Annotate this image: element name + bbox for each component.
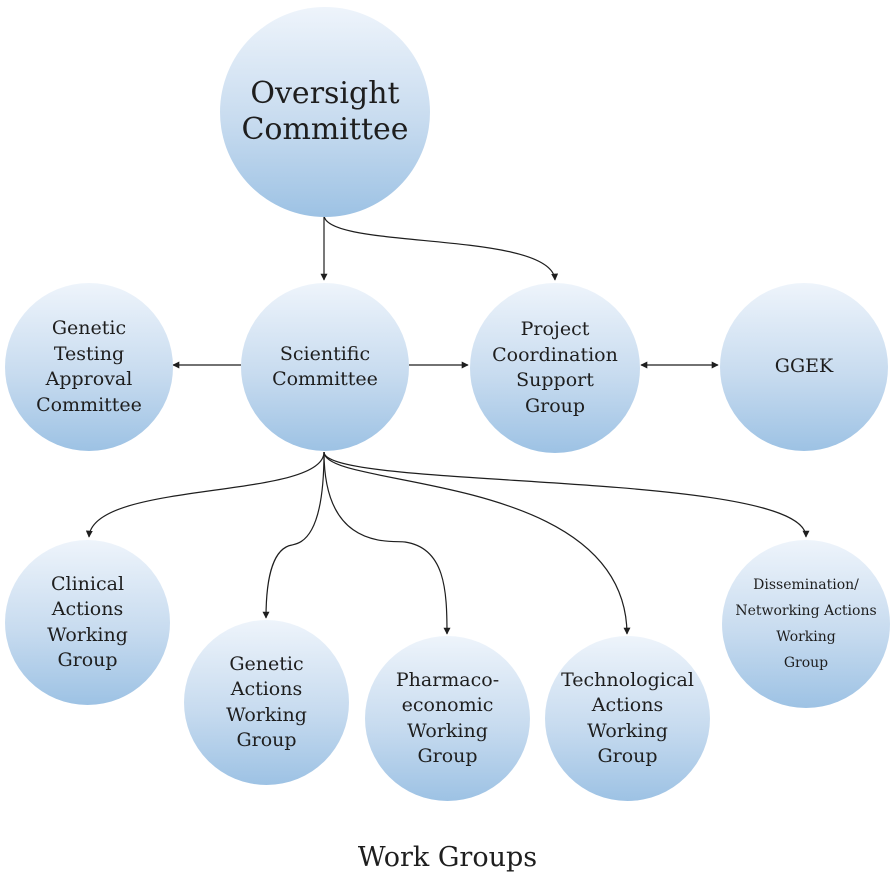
node-oversight-committee: Oversight Committee xyxy=(220,7,430,217)
node-technological-actions-working-group: Technological Actions Working Group xyxy=(545,636,710,801)
node-label: Pharmaco- economic Working Group xyxy=(395,668,500,768)
edge-oversight-project xyxy=(323,214,559,281)
node-clinical-actions-working-group: Clinical Actions Working Group xyxy=(5,540,170,705)
node-label: Genetic Actions Working Group xyxy=(226,652,307,752)
node-label: Technological Actions Working Group xyxy=(561,668,694,768)
node-genetic-actions-working-group: Genetic Actions Working Group xyxy=(184,620,349,785)
node-scientific-committee: Scientific Committee xyxy=(241,283,409,451)
edge-scientific-pharmaco xyxy=(323,451,451,635)
work-groups-caption: Work Groups xyxy=(357,842,538,873)
node-dissemination-networking-actions-working-group: Dissemination/ Networking Actions Workin… xyxy=(722,540,890,708)
node-label: Clinical Actions Working Group xyxy=(47,572,128,672)
edge-scientific-clinical xyxy=(85,451,325,538)
node-label: Oversight Committee xyxy=(241,76,409,147)
node-ggek: GGEK xyxy=(720,283,888,451)
edge-scientific-geneticactions xyxy=(262,451,325,619)
edge-scientific-technological xyxy=(323,451,631,635)
node-pharmacoeconomic-working-group: Pharmaco- economic Working Group xyxy=(365,636,530,801)
node-label: Scientific Committee xyxy=(272,342,378,391)
node-label: Dissemination/ Networking Actions Workin… xyxy=(735,577,877,671)
node-project-coordination-support-group: Project Coordination Support Group xyxy=(470,283,640,453)
node-label: Project Coordination Support Group xyxy=(492,318,618,417)
node-label: GGEK xyxy=(774,355,834,378)
node-label: Genetic Testing Approval Committee xyxy=(36,317,142,416)
node-genetic-testing-approval-committee: Genetic Testing Approval Committee xyxy=(5,283,173,451)
edge-scientific-dissemination xyxy=(323,451,810,538)
